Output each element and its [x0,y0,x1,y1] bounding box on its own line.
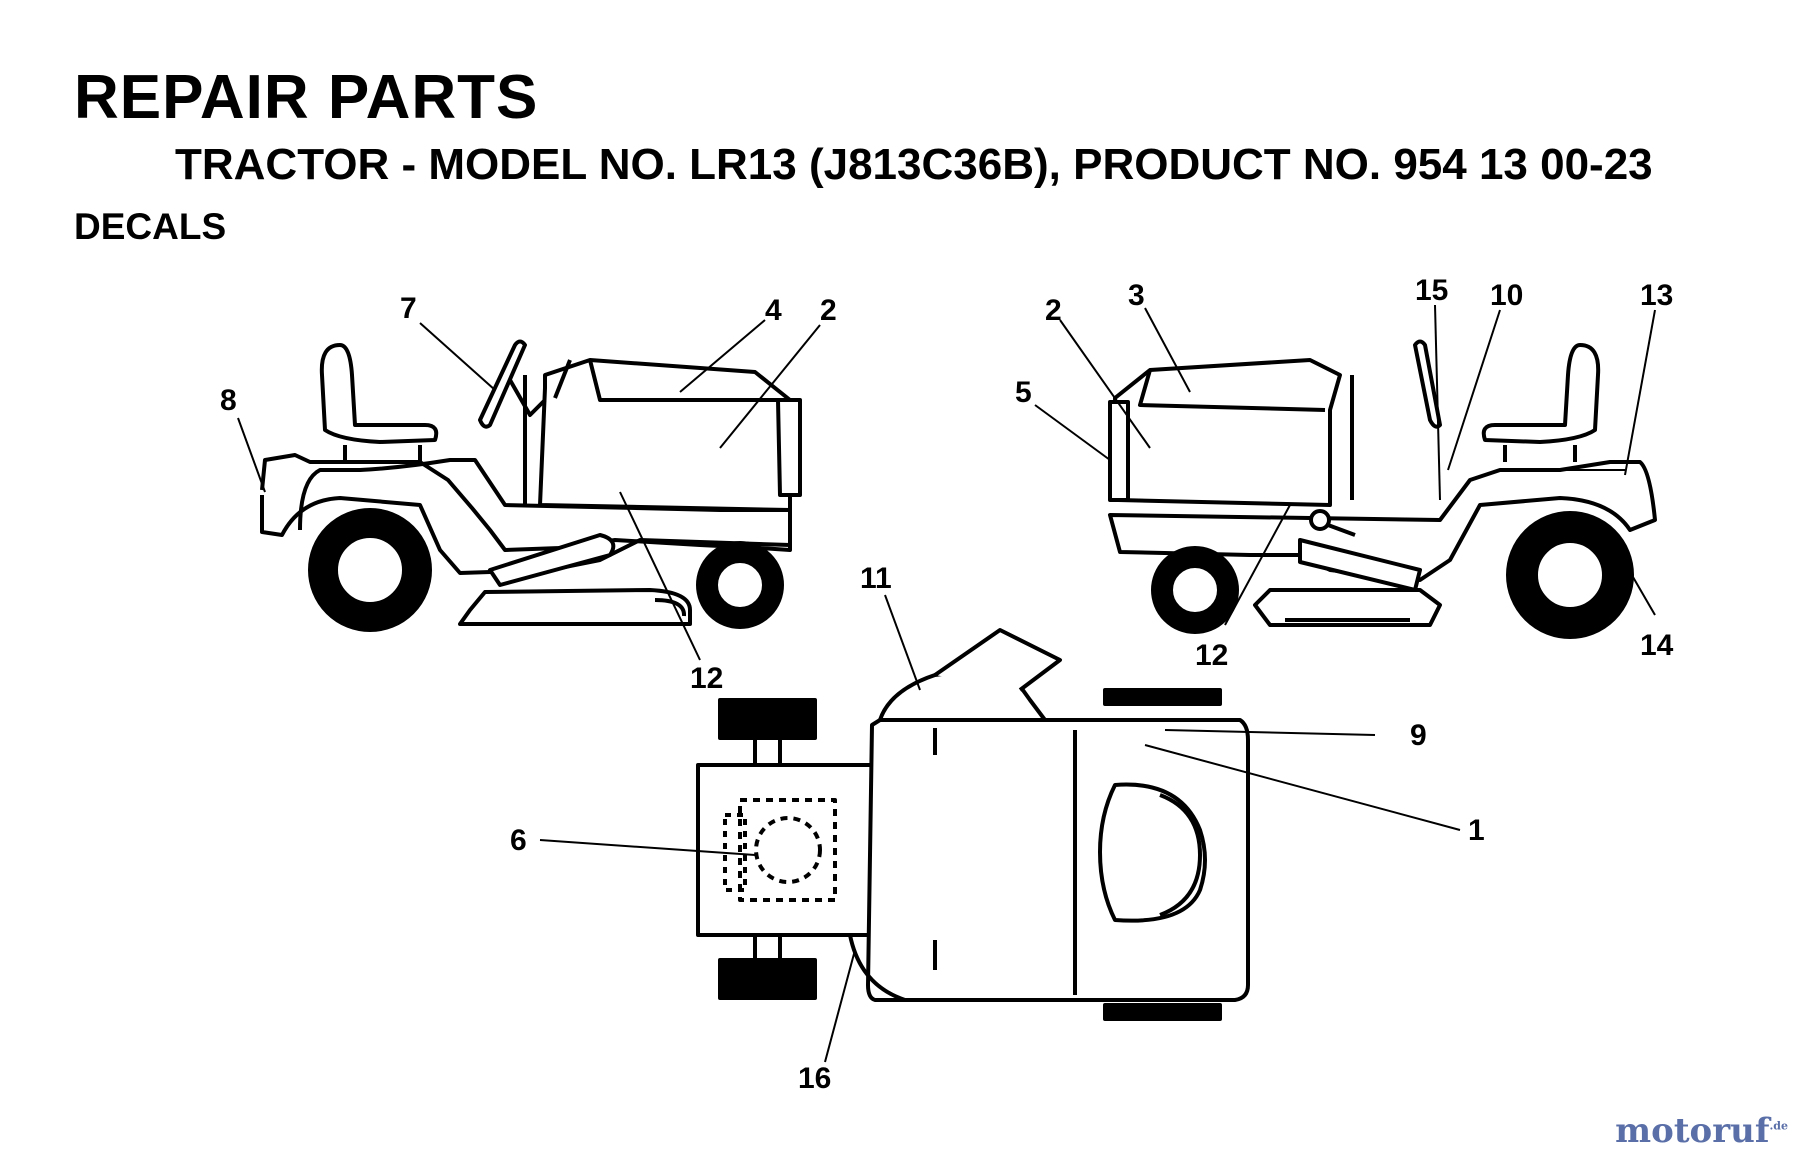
callout-11: 11 [860,562,892,595]
callout-5: 5 [1015,376,1032,409]
tractor-right-view [1108,339,1657,639]
callout-16: 16 [798,1062,831,1095]
callout-7: 7 [400,292,417,325]
callout-10: 10 [1490,279,1523,312]
callout-8: 8 [220,384,237,417]
model-subtitle: TRACTOR - MODEL NO. LR13 (J813C36B), PRO… [175,140,1653,189]
callout-15: 15 [1415,274,1448,307]
watermark-logo: motoruf.de [1615,1111,1788,1151]
callout-9: 9 [1410,719,1427,752]
callout-3: 3 [1128,279,1145,312]
callout-2-right: 2 [1045,294,1062,327]
watermark-text: motoruf [1615,1111,1770,1151]
callout-4: 4 [765,294,782,327]
tractor-left-view [260,339,802,632]
callout-13: 13 [1640,279,1673,312]
callout-6: 6 [510,824,527,857]
section-heading: DECALS [74,206,227,247]
callout-12-right: 12 [1195,639,1228,672]
callout-14: 14 [1640,629,1674,662]
page-title: REPAIR PARTS [74,63,539,132]
callout-1: 1 [1468,814,1485,847]
tractor-top-view [696,628,1250,1021]
callout-12-left: 12 [690,662,723,695]
callout-2-left: 2 [820,294,837,327]
watermark-suffix: .de [1769,1119,1788,1133]
